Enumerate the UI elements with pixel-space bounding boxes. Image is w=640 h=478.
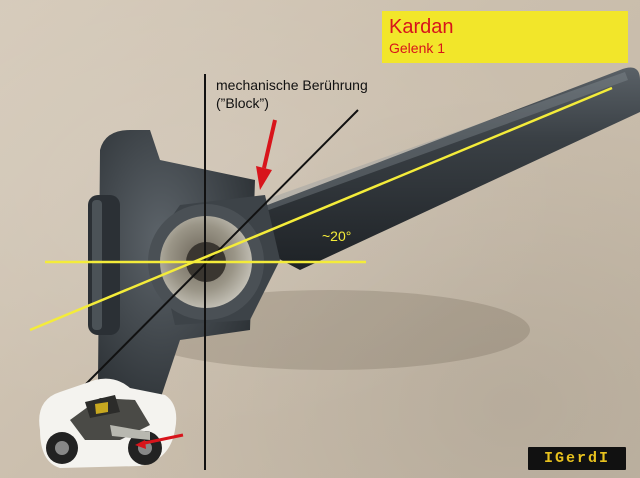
logo-text: IGerdI [543, 450, 610, 467]
title-box: Kardan Gelenk 1 [382, 11, 628, 63]
shaft-tube [215, 67, 640, 271]
title-sub: Gelenk 1 [389, 40, 446, 56]
annotation-line2: (”Block”) [216, 95, 269, 111]
shaft-highlight [250, 72, 628, 215]
motorcycle-inset [39, 378, 184, 468]
shaft-axis-line [29, 86, 613, 332]
contact-arrow-head [256, 166, 272, 190]
logo: IGerdI [528, 447, 626, 470]
diagonal-guide-line [79, 109, 359, 391]
angle-label: ~20° [322, 228, 352, 244]
annotation-line1: mechanische Berührung [216, 77, 368, 93]
flange-plate-edge [92, 200, 102, 330]
contact-arrow-shaft [262, 119, 277, 169]
title-main: Kardan [389, 16, 454, 38]
